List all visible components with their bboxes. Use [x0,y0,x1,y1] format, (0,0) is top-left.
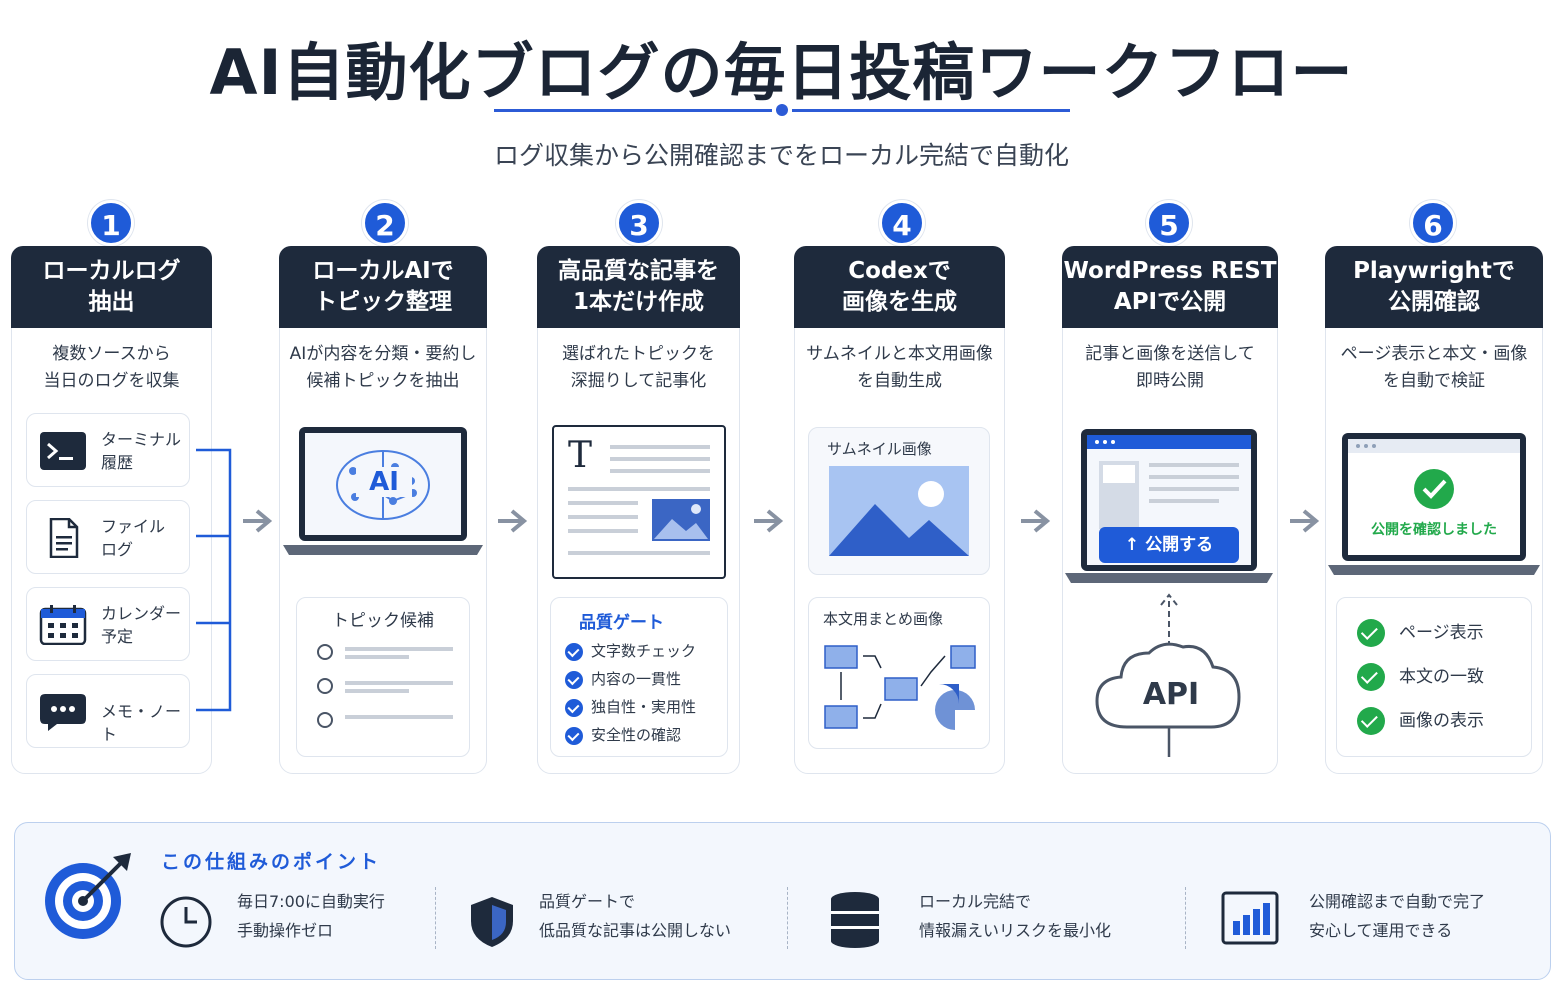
page-subtitle: ログ収集から公開確認までをローカル完結で自動化 [493,141,1069,170]
clock-icon [160,896,212,948]
point-1: 毎日7:00に自動実行手動操作ゼロ [237,892,385,940]
bar-chart-icon [1221,891,1279,945]
divider [1185,887,1186,949]
check-body-match: 本文の一致 [1357,662,1484,692]
article-lines [568,445,710,555]
step-4-card: Codexで画像を生成 サムネイルと本文用画像を自動生成 サムネイル画像 本文用… [794,246,1005,774]
title-underline [494,104,1070,116]
arrow-3-4 [754,509,784,533]
step-1-card: ローカルログ 抽出 複数ソースから当日のログを収集 ターミナル履歴 ファイルログ… [11,246,212,774]
page-title: AI自動化ブログの毎日投稿ワークフロー [209,36,1354,109]
gate-item-consistency: 内容の一貫性 [565,668,681,690]
step-5-badge: 5 [1146,200,1192,246]
check-icon [565,698,583,717]
divider [435,887,436,949]
arrow-2-3 [498,509,528,533]
api-label: API [1142,677,1200,712]
quality-gate-box: 品質ゲート 文字数チェック 内容の一貫性 独自性・実用性 安全性の確認 [550,597,728,757]
step-6-card: Playwrightで公開確認 ページ表示と本文・画像を自動で検証 公開を確認し… [1325,246,1543,774]
step-6-description: ページ表示と本文・画像を自動で検証 [1340,344,1528,391]
step-2-card: ローカルAIでトピック整理 AIが内容を分類・要約し候補トピックを抽出 AI ト… [279,246,487,774]
step-4-badge: 4 [879,200,925,246]
ai-label: AI [356,467,412,497]
step-2-description: AIが内容を分類・要約し候補トピックを抽出 [289,344,477,391]
thumbnail-image-icon [829,466,969,556]
check-icon [1357,619,1385,647]
source-bracket [196,448,232,712]
verification-box: ページ表示 本文の一致 画像の表示 [1336,597,1532,757]
laptop-confirm-illustration [1328,433,1540,575]
step-3-badge: 3 [616,200,662,246]
step-3-description: 選ばれたトピックを深掘りして記事化 [562,344,715,391]
check-icon [565,726,583,745]
step-1-title-line1: ローカルログ [42,258,181,284]
upload-arrow-icon: ↑ [1124,535,1146,555]
step-1-badge: 1 [88,200,134,246]
doc-letter: T [568,435,593,476]
check-icon [1357,663,1385,691]
step-4-header: Codexで画像を生成 [794,246,1005,328]
step-4-description: サムネイルと本文用画像を自動生成 [806,344,993,391]
step-6-header: Playwrightで公開確認 [1325,246,1543,328]
step-1-title-line2: 抽出 [88,289,135,315]
source-file: ファイルログ [26,500,190,574]
file-icon [49,518,79,558]
step-5-description: 記事と画像を送信して即時公開 [1085,344,1255,391]
terminal-icon [40,432,86,470]
api-cloud-illustration [1095,593,1241,757]
topic-candidate-list [317,644,453,728]
article-document: T [552,425,726,579]
divider [787,887,788,949]
gate-item-originality: 独自性・実用性 [565,696,696,718]
thumbnail-box: サムネイル画像 [808,427,990,575]
diagram-image-icon [824,645,976,730]
calendar-icon [39,605,87,645]
database-icon [831,892,879,948]
quality-gate-title: 品質ゲート [579,613,664,633]
check-image-display: 画像の表示 [1357,706,1484,736]
step-2-header: ローカルAIでトピック整理 [279,246,487,328]
points-title: この仕組みのポイント [161,851,382,873]
step-1-header: ローカルログ 抽出 [11,246,212,328]
arrow-4-5 [1021,509,1051,533]
step-6-badge: 6 [1410,200,1456,246]
step-1-description: 複数ソースから当日のログを収集 [43,344,180,391]
chat-icon [40,694,86,731]
shield-icon [471,897,513,947]
gate-item-safety: 安全性の確認 [565,724,681,746]
step-2-badge: 2 [362,200,408,246]
source-memo: メモ・ノート [26,674,190,748]
target-icon [45,853,131,939]
check-page-display: ページ表示 [1357,618,1484,648]
check-icon [565,670,583,689]
source-calendar: カレンダー予定 [26,587,190,661]
check-icon [565,642,583,661]
body-image-label: 本文用まとめ画像 [823,610,944,628]
points-panel: この仕組みのポイント 毎日7:00に自動実行手動操作ゼロ 品質ゲートで低品質な記… [14,822,1551,980]
arrow-5-6 [1290,509,1320,533]
point-2: 品質ゲートで低品質な記事は公開しない [539,892,732,940]
point-4: 公開確認まで自動で完了安心して運用できる [1309,892,1486,940]
publish-button[interactable]: ↑ 公開する [1099,527,1239,563]
body-image-box: 本文用まとめ画像 [808,597,990,749]
confirm-message: 公開を確認しました [1371,522,1497,538]
arrow-1-2 [243,509,273,533]
topic-candidates-box: トピック候補 [296,597,470,757]
point-3: ローカル完結で情報漏えいリスクを最小化 [919,892,1112,940]
source-terminal: ターミナル履歴 [26,413,190,487]
gate-item-length: 文字数チェック [565,640,696,662]
thumbnail-label: サムネイル画像 [827,440,932,458]
topic-candidates-title: トピック候補 [332,611,434,631]
check-icon [1357,707,1385,735]
